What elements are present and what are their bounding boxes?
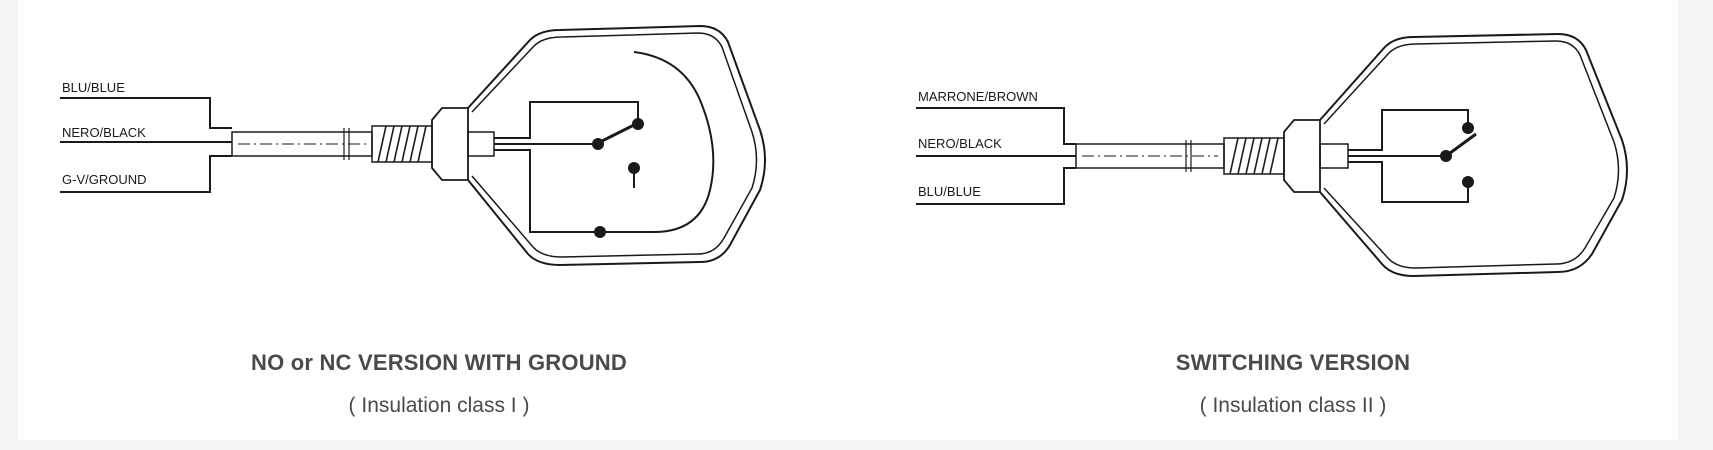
caption-switching-version: SWITCHING VERSION ( Insulation class II …: [973, 350, 1613, 418]
cable-gland: [1283, 119, 1321, 193]
diagram-title: SWITCHING VERSION: [1175, 350, 1411, 375]
float-body-outer: [467, 24, 766, 267]
strain-relief: [371, 125, 433, 163]
diagram-switching-version: MARRONE/BROWN NERO/BLACK BLU/BLUE: [916, 0, 1676, 300]
ground-arc: [600, 51, 715, 233]
wire-label-1: BLU/BLUE: [62, 80, 125, 95]
wire-label-2: NERO/BLACK: [62, 125, 146, 140]
caption-ground-version: NO or NC VERSION WITH GROUND ( Insulatio…: [119, 350, 759, 418]
wire-label-2: NERO/BLACK: [918, 136, 1002, 151]
cable-gland: [431, 107, 469, 181]
diagram-subtitle: ( Insulation class I ): [348, 394, 530, 417]
content-panel: BLU/BLUE NERO/BLACK G-V/GROUND NO or NC …: [18, 0, 1678, 440]
contacts: [1440, 122, 1474, 188]
contacts: [592, 118, 644, 238]
diagram-ground-version: BLU/BLUE NERO/BLACK G-V/GROUND: [60, 0, 820, 300]
diagram-title: NO or NC VERSION WITH GROUND: [251, 350, 627, 375]
float-body-inner: [1323, 40, 1620, 269]
gland-neck: [1319, 143, 1349, 169]
wire-label-1: MARRONE/BROWN: [918, 89, 1038, 104]
float-body-inner: [471, 32, 758, 258]
float-body-outer: [1319, 32, 1628, 278]
internal-wire-bottom: [1348, 161, 1469, 203]
switch-blade: [1445, 132, 1477, 158]
internal-wire-top: [494, 101, 639, 139]
internal-wire-bottom: [494, 149, 600, 233]
strain-relief-coils: [1229, 137, 1279, 175]
wire-ground: [60, 155, 232, 193]
wire-label-3: G-V/GROUND: [62, 172, 147, 187]
wire-blue: [916, 167, 1076, 205]
float-switch-wiring-diagram-2: MARRONE/BROWN NERO/BLACK BLU/BLUE: [916, 32, 1628, 278]
gland-neck: [467, 131, 495, 157]
internal-wire-top: [1348, 109, 1469, 151]
wire-label-3: BLU/BLUE: [918, 184, 981, 199]
wire-brown: [916, 107, 1076, 145]
float-switch-wiring-diagram-1: BLU/BLUE NERO/BLACK G-V/GROUND: [60, 24, 766, 267]
diagram-subtitle: ( Insulation class II ): [1199, 394, 1387, 417]
strain-relief: [1223, 137, 1285, 175]
wire-blue: [60, 97, 232, 129]
strain-relief-coils: [377, 125, 427, 163]
